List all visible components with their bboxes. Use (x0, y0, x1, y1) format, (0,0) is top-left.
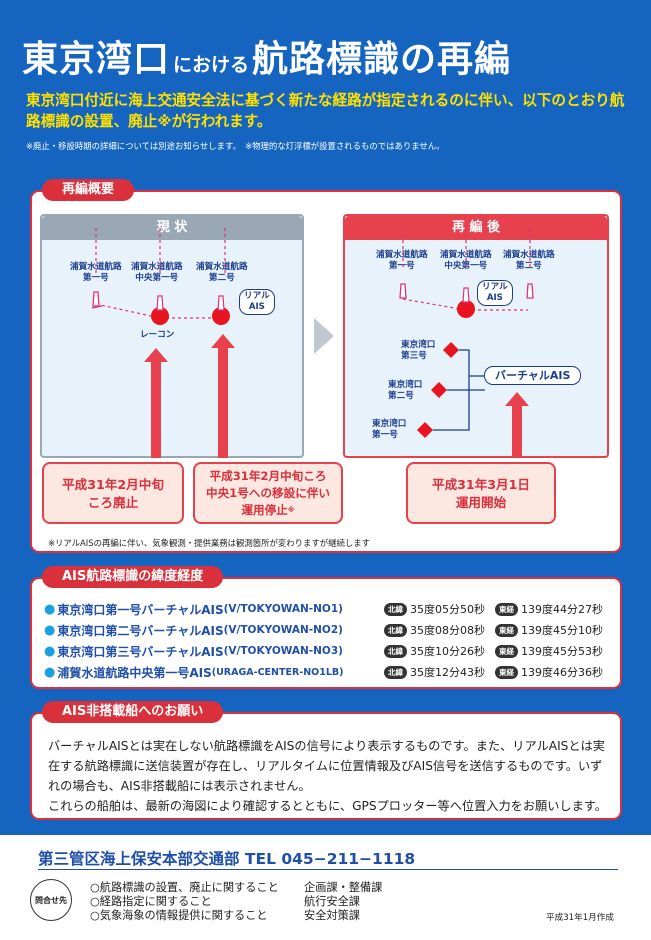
coord-row: ●浦賀水道航路中央第一号AIS(URAGA-CENTER-NO1LB) (44, 664, 344, 680)
virtual-buoy-2: 東京湾口 第二号 (388, 380, 423, 401)
footer-divider (38, 869, 618, 870)
request-body: バーチャルAISとは実在しない航路標識をAISの信号により表示するものです。また… (48, 739, 607, 813)
after-buoy-3: 浦賀水道航路 第二号 (503, 250, 555, 271)
after-buoy-1: 浦賀水道航路 第一号 (376, 250, 428, 271)
current-map-graphic (91, 228, 235, 458)
buoy-icon (91, 291, 103, 309)
title-part-b: における (173, 54, 250, 76)
overview-footnote: ※リアルAISの再編に伴い、気象観測・提供業務は観測箇所が変わりますが継続します (48, 538, 370, 548)
page-title: 東京湾口における航路標識の再編 (22, 30, 511, 82)
after-map: 再 編 後 (343, 214, 609, 458)
request-tag: AIS非搭載船へのお願い (42, 701, 224, 723)
header-note: ※廃止・移設時期の詳細については別途お知らせします。 ※物理的な灯浮標が設置され… (26, 141, 445, 151)
coords-tag: AIS航路標識の緯度経度 (42, 566, 224, 588)
virtual-buoy-3: 東京湾口 第三号 (401, 340, 436, 361)
virtual-buoy-1: 東京湾口 第一号 (372, 419, 407, 440)
after-map-graphic (399, 228, 534, 458)
footer: 第三管区海上保安本部交通部 TEL 045−211−1118 問合せ先 ○航路標… (0, 835, 651, 940)
request-panel (30, 712, 622, 820)
overview-tag: 再編概要 (42, 179, 135, 201)
coord-row: ●東京湾口第二号バーチャルAIS(V/TOKYOWAN-NO2) (44, 622, 343, 638)
after-real-ais: リアル AIS (477, 280, 513, 306)
lead-text: 東京湾口付近に海上交通安全法に基づく新たな経路が指定されるのに伴い、以下のとおり… (26, 92, 625, 130)
inquiry-badge: 問合せ先 (30, 879, 72, 921)
after-heading: 再 編 後 (345, 216, 607, 240)
coords-panel (30, 577, 622, 689)
current-buoy-2: 浦賀水道航路 中央第一号 (131, 262, 183, 283)
office-contact: 第三管区海上保安本部交通部 TEL 045−211−1118 (38, 850, 416, 868)
transition-arrow-icon (314, 318, 334, 354)
callout-relocate: 平成31年2月中旬ころ 中央1号への移設に伴い 運用停止※ (193, 462, 343, 524)
inquiry-list: ○航路標識の設置、廃止に関すること企画課・整備課 ○経路指定に関すること航行安全… (90, 881, 383, 922)
title-part-a: 東京湾口 (22, 39, 171, 80)
coord-row: ●東京湾口第三号バーチャルAIS(V/TOKYOWAN-NO3) (44, 643, 343, 659)
current-real-ais: リアル AIS (239, 289, 275, 315)
callout-abolish: 平成31年2月中旬 ころ廃止 (42, 462, 184, 524)
current-heading: 現 状 (42, 216, 302, 240)
racon-label: レーコン (140, 330, 175, 340)
virtual-ais-label: バーチャルAIS (484, 366, 582, 385)
created-date: 平成31年1月作成 (546, 913, 614, 923)
current-buoy-3: 浦賀水道航路 第二号 (196, 262, 248, 283)
virtual-buoy-diamond-icon (417, 342, 459, 438)
coord-row: ●東京湾口第一号バーチャルAIS(V/TOKYOWAN-NO1) (44, 601, 343, 617)
callout-start: 平成31年3月1日 運用開始 (406, 462, 556, 524)
title-part-c: 航路標識の再編 (252, 39, 512, 80)
current-map: 現 状 (40, 214, 304, 458)
